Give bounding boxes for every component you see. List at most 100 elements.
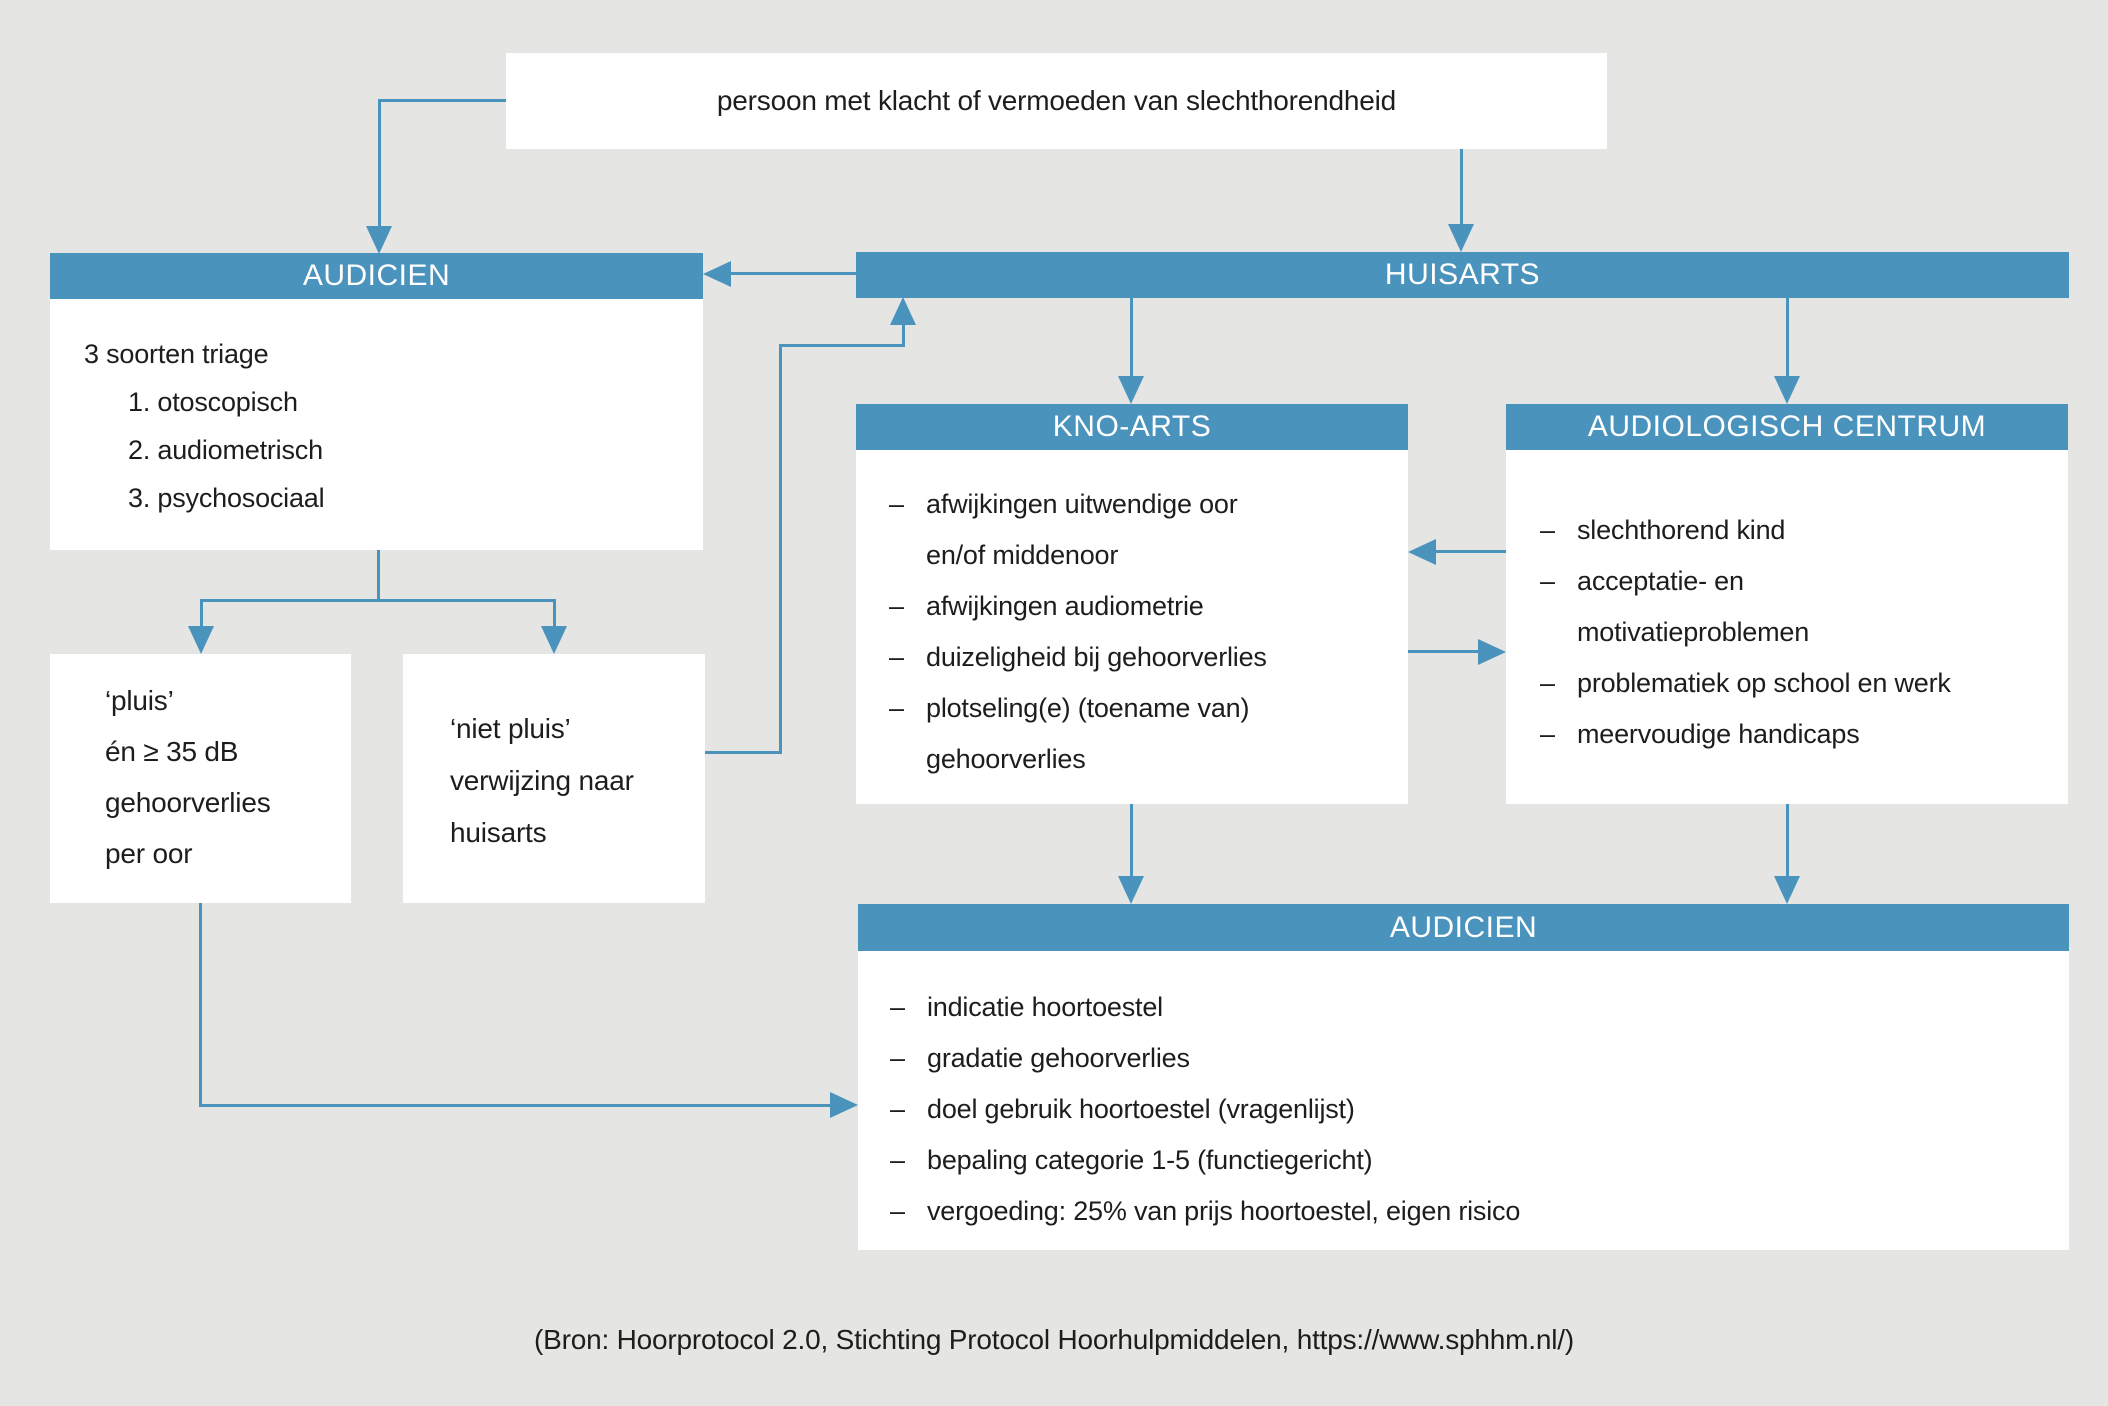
- list-item-text: plotseling(e) (toename van) gehoorverlie…: [926, 693, 1250, 774]
- connector-nietpluis-to-huisarts-hline2: [779, 344, 905, 347]
- connector-persoon-to-audicien-vline: [378, 99, 381, 229]
- kno-arts-list: –afwijkingen uitwendige oor en/of midden…: [889, 479, 1398, 785]
- connector-pluis-to-audicien-arrowhead: [830, 1092, 858, 1118]
- dash-bullet: –: [1540, 668, 1555, 698]
- connector-ac-to-audicien-vline: [1786, 804, 1789, 878]
- list-item: –slechthorend kind: [1540, 505, 2058, 556]
- connector-knoarts-to-ac-hline: [1408, 650, 1478, 653]
- list-item-text: 2. audiometrisch: [128, 435, 323, 465]
- connector-huisarts-to-knoarts-arrowhead: [1118, 376, 1144, 404]
- connector-nietpluis-to-huisarts-vline1: [779, 344, 782, 754]
- connector-ac-to-audicien-arrowhead: [1774, 876, 1800, 904]
- connector-ac-to-knoarts-hline: [1436, 550, 1506, 553]
- kno-arts-body: –afwijkingen uitwendige oor en/of midden…: [856, 450, 1408, 785]
- connector-nietpluis-to-huisarts-vline2: [902, 320, 905, 347]
- list-item-text: 1. otoscopisch: [128, 387, 298, 417]
- list-item: 2. audiometrisch: [128, 426, 693, 474]
- list-item-text: bepaling categorie 1-5 (functiegericht): [927, 1145, 1373, 1175]
- dash-bullet: –: [890, 1196, 905, 1226]
- list-item: –vergoeding: 25% van prijs hoortoestel, …: [890, 1186, 2049, 1237]
- connector-persoon-to-huisarts-vline: [1460, 149, 1463, 226]
- list-item-text: vergoeding: 25% van prijs hoortoestel, e…: [927, 1196, 1521, 1226]
- list-item: 3. psychosociaal: [128, 474, 693, 522]
- dash-bullet: –: [889, 489, 904, 519]
- pluis-text: ‘pluis’ én ≥ 35 dB gehoorverlies per oor: [105, 685, 271, 869]
- niet-pluis-box: ‘niet pluis’ verwijzing naar huisarts: [403, 654, 705, 903]
- list-item: –plotseling(e) (toename van) gehoorverli…: [889, 683, 1398, 785]
- connector-pluis-to-audicien-vline: [199, 903, 202, 1106]
- connector-branch-to-nietpluis-vline: [553, 599, 556, 626]
- dash-bullet: –: [890, 1094, 905, 1124]
- dash-bullet: –: [1540, 719, 1555, 749]
- list-item: –doel gebruik hoortoestel (vragenlijst): [890, 1084, 2049, 1135]
- connector-nietpluis-to-huisarts-arrowhead: [890, 297, 916, 325]
- kno-arts-box: KNO-ARTS –afwijkingen uitwendige oor en/…: [856, 404, 1408, 804]
- list-item-text: afwijkingen uitwendige oor en/of middeno…: [926, 489, 1238, 570]
- kno-arts-header: KNO-ARTS: [856, 404, 1408, 450]
- dash-bullet: –: [889, 693, 904, 723]
- audicien-bottom-body: –indicatie hoortoestel–gradatie gehoorve…: [858, 951, 2069, 1237]
- connector-knoarts-to-ac-arrowhead: [1478, 639, 1506, 665]
- connector-huisarts-to-audicien-hline: [731, 272, 856, 275]
- connector-huisarts-to-ac-arrowhead: [1774, 376, 1800, 404]
- dash-bullet: –: [889, 642, 904, 672]
- connector-nietpluis-to-huisarts-hline1: [705, 751, 782, 754]
- list-item: –gradatie gehoorverlies: [890, 1033, 2049, 1084]
- connector-persoon-to-audicien-arrowhead: [366, 226, 392, 254]
- list-item-text: gradatie gehoorverlies: [927, 1043, 1190, 1073]
- list-item-text: problematiek op school en werk: [1577, 668, 1951, 698]
- niet-pluis-text: ‘niet pluis’ verwijzing naar huisarts: [450, 713, 634, 848]
- audiologisch-centrum-body: –slechthorend kind–acceptatie- en motiva…: [1506, 450, 2068, 760]
- persoon-box: persoon met klacht of vermoeden van slec…: [506, 53, 1607, 149]
- list-item-text: doel gebruik hoortoestel (vragenlijst): [927, 1094, 1355, 1124]
- dash-bullet: –: [889, 591, 904, 621]
- triage-intro: 3 soorten triage: [84, 339, 269, 369]
- list-item-text: indicatie hoortoestel: [927, 992, 1163, 1022]
- connector-huisarts-to-audicien-arrowhead: [703, 261, 731, 287]
- list-item: 1. otoscopisch: [128, 378, 693, 426]
- list-item-text: duizeligheid bij gehoorverlies: [926, 642, 1267, 672]
- audicien-bottom-box: AUDICIEN –indicatie hoortoestel–gradatie…: [858, 904, 2069, 1250]
- audiologisch-centrum-list: –slechthorend kind–acceptatie- en motiva…: [1540, 505, 2058, 760]
- audicien-bottom-list: –indicatie hoortoestel–gradatie gehoorve…: [890, 982, 2049, 1237]
- source-caption: (Bron: Hoorprotocol 2.0, Stichting Proto…: [534, 1324, 1574, 1355]
- pluis-box: ‘pluis’ én ≥ 35 dB gehoorverlies per oor: [50, 654, 351, 903]
- list-item: –indicatie hoortoestel: [890, 982, 2049, 1033]
- connector-huisarts-to-knoarts-vline: [1130, 298, 1133, 376]
- connector-persoon-to-audicien-hline: [379, 99, 506, 102]
- persoon-box-text: persoon met klacht of vermoeden van slec…: [716, 85, 1397, 116]
- triage-list: 1. otoscopisch 2. audiometrisch 3. psychos…: [84, 378, 693, 522]
- connector-knoarts-to-audicien-arrowhead: [1118, 876, 1144, 904]
- audiologisch-centrum-header: AUDIOLOGISCH CENTRUM: [1506, 404, 2068, 450]
- audicien-triage-body: 3 soorten triage 1. otoscopisch 2. audiom…: [50, 299, 703, 522]
- list-item-text: afwijkingen audiometrie: [926, 591, 1204, 621]
- list-item: –afwijkingen audiometrie: [889, 581, 1398, 632]
- audicien-triage-box: AUDICIEN 3 soorten triage 1. otoscopisch…: [50, 253, 703, 550]
- connector-ac-to-knoarts-arrowhead: [1408, 539, 1436, 565]
- connector-huisarts-to-ac-vline: [1786, 298, 1789, 376]
- list-item-text: acceptatie- en motivatieproblemen: [1577, 566, 1810, 647]
- list-item: –acceptatie- en motivatieproblemen: [1540, 556, 2058, 658]
- connector-knoarts-to-audicien-vline: [1130, 804, 1133, 878]
- audicien-bottom-header: AUDICIEN: [858, 904, 2069, 951]
- connector-branch-to-pluis-arrowhead: [188, 626, 214, 654]
- huisarts-box: HUISARTS: [856, 252, 2069, 298]
- dash-bullet: –: [890, 1145, 905, 1175]
- list-item: –problematiek op school en werk: [1540, 658, 2058, 709]
- list-item: –afwijkingen uitwendige oor en/of midden…: [889, 479, 1398, 581]
- dash-bullet: –: [1540, 515, 1555, 545]
- list-item: –duizeligheid bij gehoorverlies: [889, 632, 1398, 683]
- connector-persoon-to-huisarts-arrowhead: [1448, 224, 1474, 252]
- dash-bullet: –: [1540, 566, 1555, 596]
- connector-branch-to-pluis-vline: [200, 599, 203, 626]
- list-item-text: 3. psychosociaal: [128, 483, 325, 513]
- connector-pluis-to-audicien-hline: [199, 1104, 830, 1107]
- list-item-text: meervoudige handicaps: [1577, 719, 1860, 749]
- dash-bullet: –: [890, 1043, 905, 1073]
- audiologisch-centrum-box: AUDIOLOGISCH CENTRUM –slechthorend kind–…: [1506, 404, 2068, 804]
- list-item-text: slechthorend kind: [1577, 515, 1786, 545]
- dash-bullet: –: [890, 992, 905, 1022]
- connector-branch-to-nietpluis-arrowhead: [541, 626, 567, 654]
- list-item: –bepaling categorie 1-5 (functiegericht): [890, 1135, 2049, 1186]
